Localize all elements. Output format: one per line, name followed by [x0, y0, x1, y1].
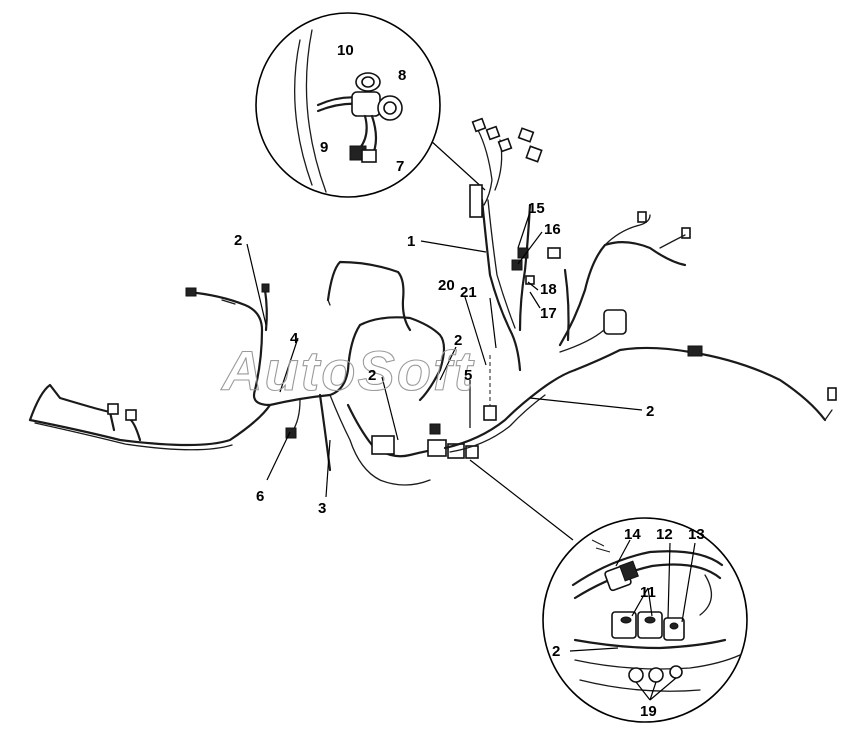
- label-6: 6: [256, 488, 264, 505]
- label-20: 20: [438, 277, 455, 294]
- label-14: 14: [624, 526, 641, 543]
- label-19: 19: [640, 703, 657, 720]
- label-5: 5: [464, 367, 472, 384]
- leader-lines: [246, 211, 643, 498]
- detail-view-bottom: [469, 459, 748, 723]
- label-13: 13: [688, 526, 705, 543]
- label-2-a: 2: [234, 232, 242, 249]
- label-2-d: 2: [646, 403, 654, 420]
- label-2-e: 2: [552, 643, 560, 660]
- label-8: 8: [398, 67, 406, 84]
- detail-view-top: [255, 12, 486, 198]
- label-3: 3: [318, 500, 326, 517]
- watermark-text: AutoSoft: [220, 339, 475, 402]
- label-2-c: 2: [368, 367, 376, 384]
- label-11: 11: [640, 584, 656, 601]
- label-9: 9: [320, 139, 328, 156]
- label-4: 4: [290, 330, 299, 347]
- label-2-b: 2: [454, 332, 462, 349]
- label-21: 21: [460, 284, 477, 301]
- label-18: 18: [540, 281, 557, 298]
- label-10: 10: [337, 42, 354, 59]
- callout-labels: 1 2 2 2 2 2 3 4 5 6 7 8 9 10 11 12 13 14…: [234, 42, 705, 720]
- label-15: 15: [528, 200, 545, 217]
- label-12: 12: [656, 526, 673, 543]
- label-17: 17: [540, 305, 557, 322]
- label-16: 16: [544, 221, 561, 238]
- main-harness: [28, 117, 837, 486]
- label-1: 1: [407, 233, 415, 250]
- label-7: 7: [396, 158, 404, 175]
